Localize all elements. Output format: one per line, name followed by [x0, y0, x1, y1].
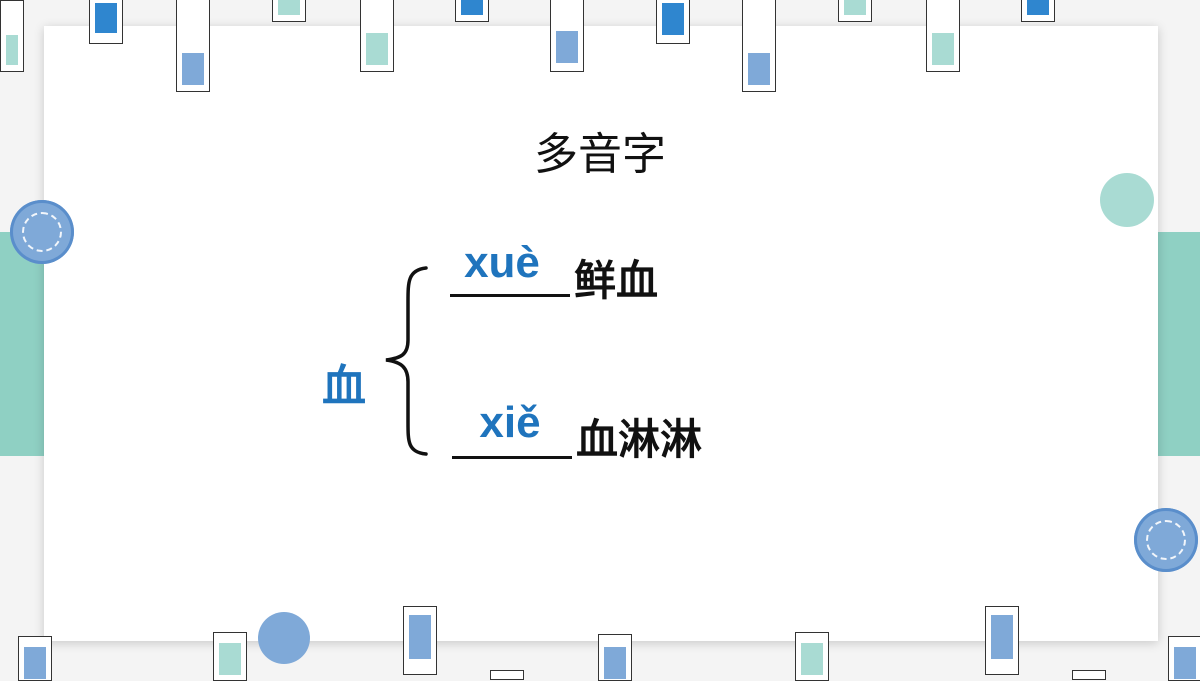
decor-tag: [1072, 670, 1106, 680]
decor-tag: [795, 632, 829, 681]
decor-teal-dot: [1100, 173, 1154, 227]
decor-tag: [0, 0, 24, 72]
example-word-1: 鲜血: [574, 256, 659, 305]
decor-tag: [926, 0, 960, 72]
curly-brace: [385, 266, 428, 456]
decor-blue-dot: [258, 612, 310, 664]
decor-tag: [490, 670, 524, 680]
example-word-2: 血淋淋: [576, 415, 703, 464]
decor-tag: [1168, 636, 1200, 681]
decor-tag: [18, 636, 52, 681]
pinyin-reading-1: xuè: [464, 238, 540, 287]
decor-tag: [213, 632, 247, 681]
slide-card: [44, 26, 1158, 641]
decor-tag: [598, 634, 632, 681]
pinyin-reading-2: xiě: [479, 398, 541, 447]
decor-tag: [455, 0, 489, 22]
decor-tag: [656, 0, 690, 44]
decor-tag: [550, 0, 584, 72]
answer-underline-1: [450, 294, 570, 297]
decor-tag: [272, 0, 306, 22]
decor-tag: [360, 0, 394, 72]
page-title: 多音字: [534, 129, 666, 180]
polyphonic-character: 血: [322, 361, 366, 412]
decor-ring-left: [10, 200, 74, 264]
decor-tag: [403, 606, 437, 675]
decor-tag: [985, 606, 1019, 675]
decor-ring-right: [1134, 508, 1198, 572]
decor-tag: [89, 0, 123, 44]
decor-tag: [838, 0, 872, 22]
decor-tag: [1021, 0, 1055, 22]
answer-underline-2: [452, 456, 572, 459]
decor-tag: [742, 0, 776, 92]
decor-tag: [176, 0, 210, 92]
